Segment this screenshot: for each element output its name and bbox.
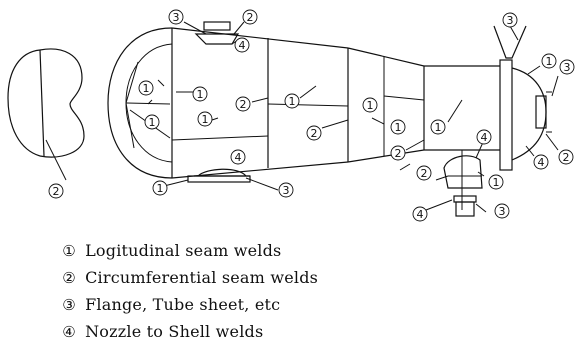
svg-text:4: 4 — [417, 208, 424, 221]
svg-text:2: 2 — [311, 127, 318, 140]
lower-right-nozzle — [443, 149, 498, 217]
svg-text:1: 1 — [157, 182, 164, 195]
legend-item-flange: ③ Flange, Tube sheet, etc — [58, 291, 318, 318]
marker-2: 2 — [558, 149, 574, 165]
svg-text:1: 1 — [202, 113, 209, 126]
legend-label: Nozzle to Shell welds — [85, 322, 264, 341]
svg-text:1: 1 — [546, 55, 553, 68]
svg-text:1: 1 — [143, 82, 150, 95]
marker-1: 1 — [541, 53, 557, 69]
marker-1: 1 — [430, 119, 446, 135]
right-flange — [493, 25, 552, 171]
svg-text:4: 4 — [235, 151, 242, 164]
marker-3: 3 — [559, 59, 575, 75]
svg-text:4: 4 — [481, 131, 488, 144]
pressure-vessel-diagram: 3 2 4 1 1 1 1 2 1 2 1 1 2 1 2 4 1 3 3 1 … — [7, 9, 575, 222]
marker-4: 4 — [412, 206, 428, 222]
marker-3: 3 — [502, 12, 518, 28]
marker-2: 2 — [48, 183, 64, 199]
svg-text:3: 3 — [499, 205, 506, 218]
marker-1: 1 — [138, 80, 154, 96]
detached-dished-head — [7, 48, 85, 181]
marker-1: 1 — [390, 119, 406, 135]
marker-4: 4 — [533, 154, 549, 170]
svg-text:3: 3 — [173, 11, 180, 24]
svg-text:4: 4 — [239, 39, 246, 52]
legend: ① Logitudinal seam welds ② Circumferenti… — [58, 237, 318, 345]
svg-text:1: 1 — [395, 121, 402, 134]
svg-text:2: 2 — [421, 167, 428, 180]
legend-marker: ② — [62, 269, 76, 287]
leader-lines — [157, 21, 559, 213]
legend-marker: ③ — [62, 296, 76, 314]
legend-item-longitudinal: ① Logitudinal seam welds — [58, 237, 318, 264]
svg-text:2: 2 — [240, 98, 247, 111]
vessel-shell — [171, 27, 500, 179]
weld-markers: 3 2 4 1 1 1 1 2 1 2 1 1 2 1 2 4 1 3 3 1 … — [48, 9, 575, 222]
marker-2: 2 — [235, 96, 251, 112]
marker-4: 4 — [476, 129, 492, 145]
marker-1: 1 — [284, 93, 300, 109]
svg-text:1: 1 — [435, 121, 442, 134]
legend-item-circumferential: ② Circumferential seam welds — [58, 264, 318, 291]
marker-2: 2 — [242, 9, 258, 25]
svg-text:3: 3 — [564, 61, 571, 74]
svg-text:1: 1 — [197, 88, 204, 101]
marker-3: 3 — [278, 182, 294, 198]
svg-text:3: 3 — [283, 184, 290, 197]
legend-label: Flange, Tube sheet, etc — [85, 295, 281, 314]
legend-label: Logitudinal seam welds — [85, 241, 282, 260]
marker-1: 1 — [488, 174, 504, 190]
marker-3: 3 — [494, 203, 510, 219]
marker-4: 4 — [230, 149, 246, 165]
bottom-nozzle — [163, 168, 279, 191]
marker-2: 2 — [306, 125, 322, 141]
svg-text:1: 1 — [149, 116, 156, 129]
svg-text:1: 1 — [367, 99, 374, 112]
marker-1: 1 — [192, 86, 208, 102]
marker-3: 3 — [168, 9, 184, 25]
svg-text:3: 3 — [507, 14, 514, 27]
marker-1: 1 — [362, 97, 378, 113]
marker-4: 4 — [234, 37, 250, 53]
svg-text:2: 2 — [53, 185, 60, 198]
marker-1: 1 — [152, 180, 168, 196]
left-head — [107, 27, 173, 179]
marker-1: 1 — [197, 111, 213, 127]
svg-text:2: 2 — [563, 151, 570, 164]
legend-item-nozzle: ④ Nozzle to Shell welds — [58, 318, 318, 345]
svg-text:2: 2 — [247, 11, 254, 24]
svg-text:1: 1 — [289, 95, 296, 108]
legend-label: Circumferential seam welds — [85, 268, 319, 287]
svg-text:1: 1 — [493, 176, 500, 189]
svg-text:4: 4 — [538, 156, 545, 169]
svg-text:2: 2 — [395, 147, 402, 160]
legend-marker: ① — [62, 242, 76, 260]
legend-marker: ④ — [62, 323, 76, 341]
marker-1: 1 — [144, 114, 160, 130]
marker-2: 2 — [390, 145, 406, 161]
marker-2: 2 — [416, 165, 432, 181]
